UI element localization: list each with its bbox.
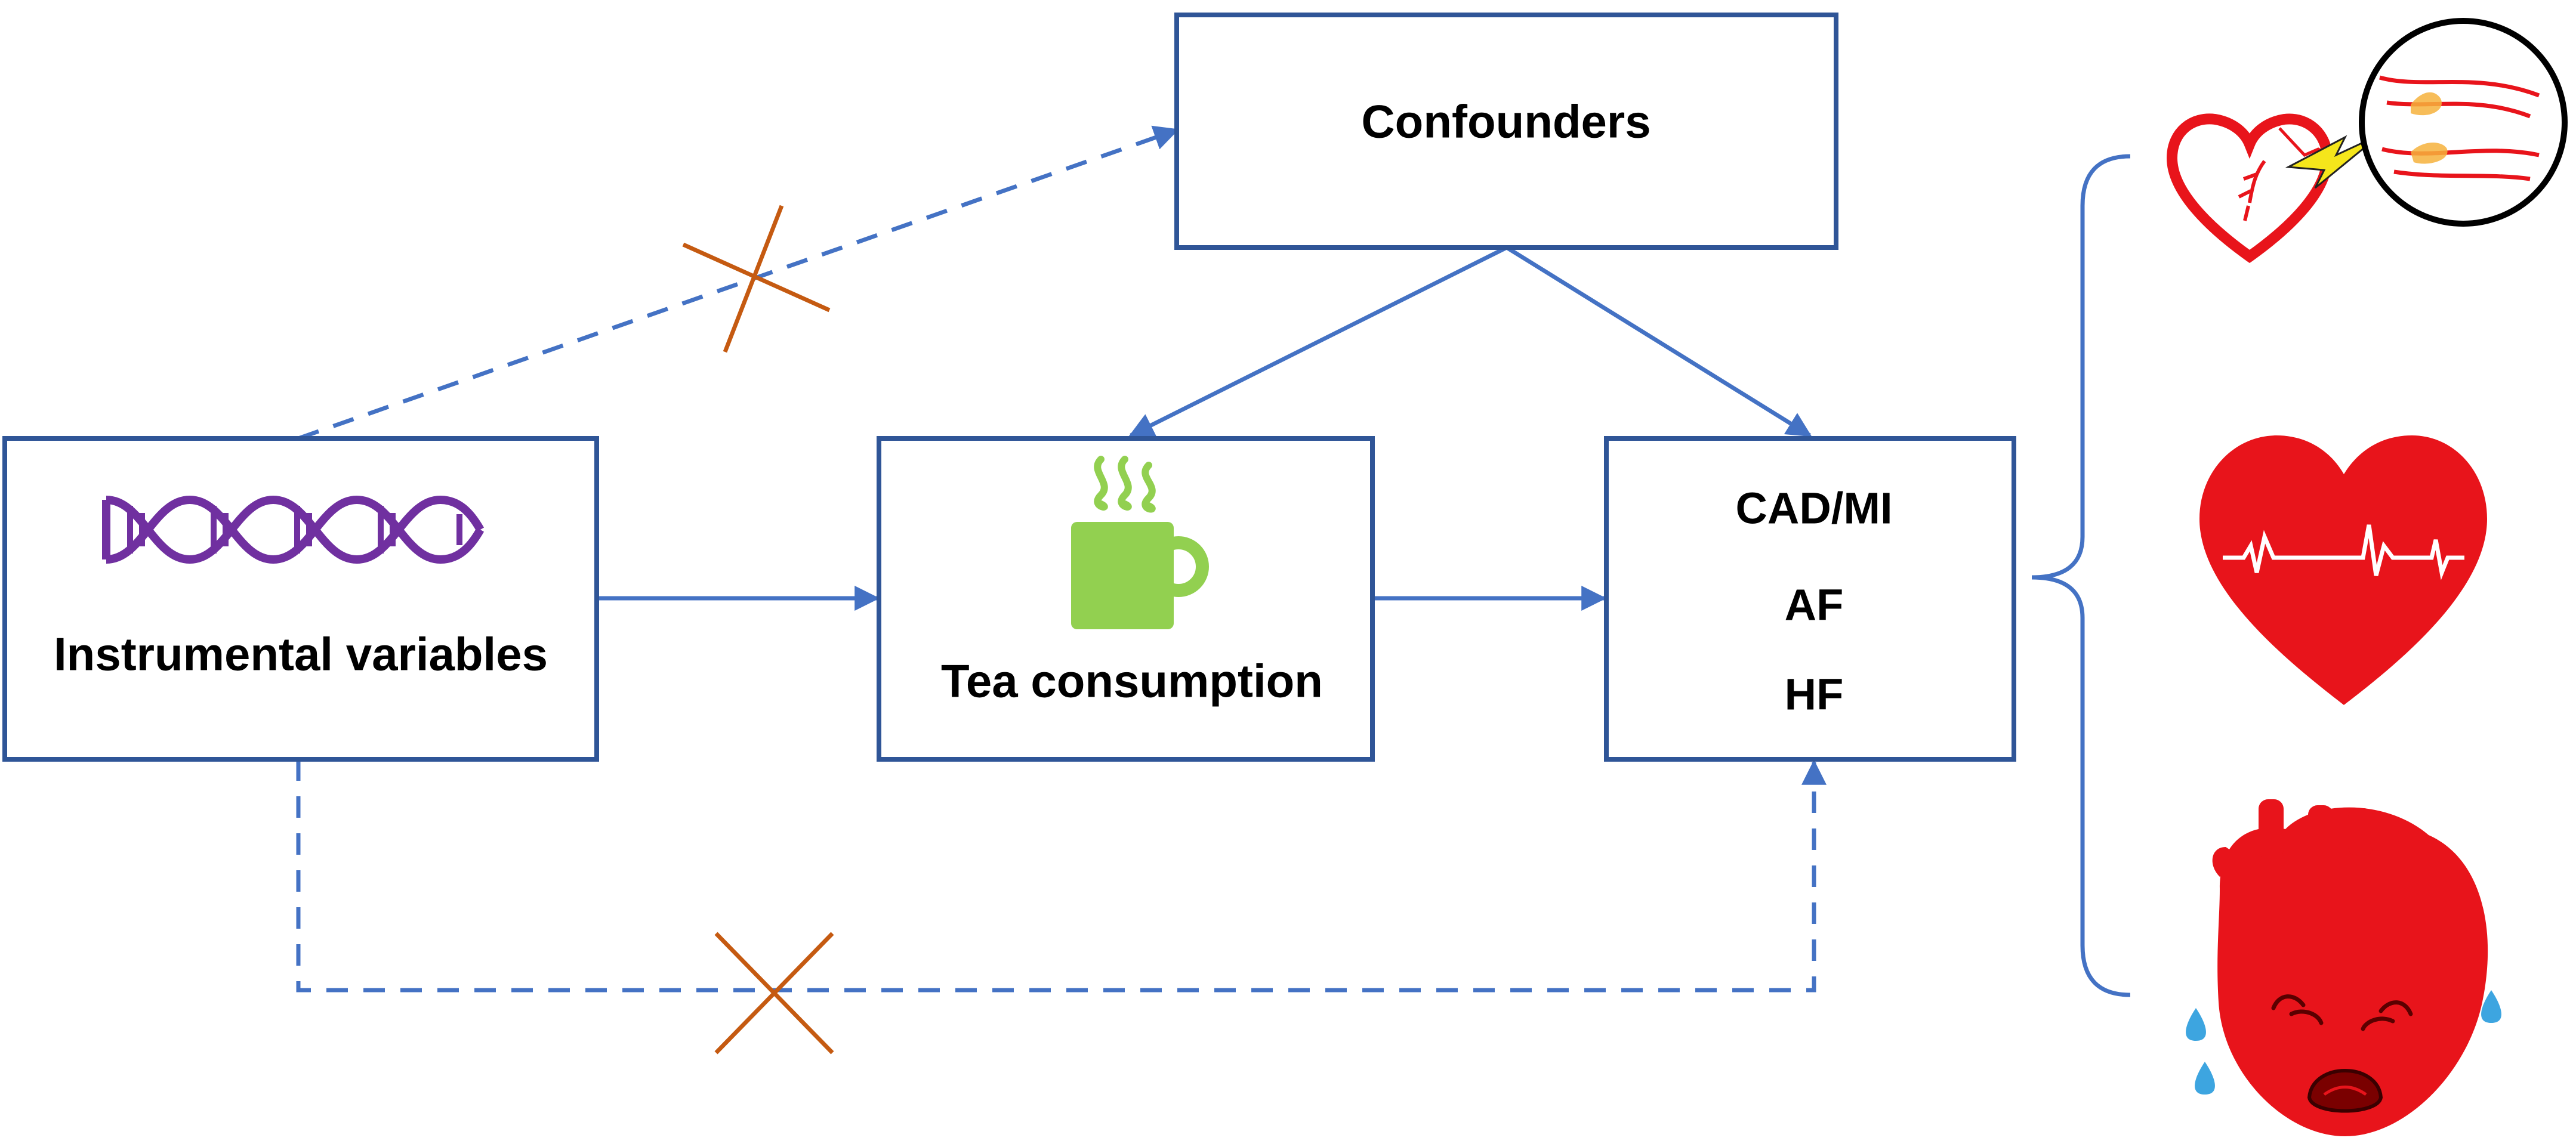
outcomes-brace	[2031, 154, 2131, 997]
blocked-mark-confounder-path	[682, 205, 831, 353]
ecg-heart-icon	[2199, 435, 2487, 705]
failing-heart-icon	[2186, 799, 2501, 1136]
instrumental-variables-box: Instrumental variables	[2, 436, 599, 762]
edge-instrumental-to-outcomes	[296, 759, 1827, 993]
confounders-label: Confounders	[1361, 95, 1651, 148]
tea-cup-icon	[1071, 456, 1209, 629]
outcome-cad-mi: CAD/MI	[1735, 484, 1892, 533]
edge-instrumental-to-confounders	[297, 125, 1179, 441]
outcomes-box: CAD/MI AF HF	[1604, 436, 2016, 762]
outcome-af: AF	[1785, 580, 1844, 630]
tea-consumption-label: Tea consumption	[941, 655, 1323, 707]
outcome-hf: HF	[1785, 670, 1844, 719]
dna-icon	[102, 495, 485, 564]
edge-confounders-to-tea	[1128, 245, 1508, 438]
confounders-box: Confounders	[1174, 13, 1838, 250]
blocked-mark-direct-path	[714, 932, 834, 1055]
coronary-artery-heart-icon	[2166, 18, 2568, 264]
edge-confounders-to-outcomes	[1506, 246, 1812, 437]
instrumental-variables-label: Instrumental variables	[54, 628, 548, 681]
tea-consumption-box: Tea consumption	[877, 436, 1375, 762]
